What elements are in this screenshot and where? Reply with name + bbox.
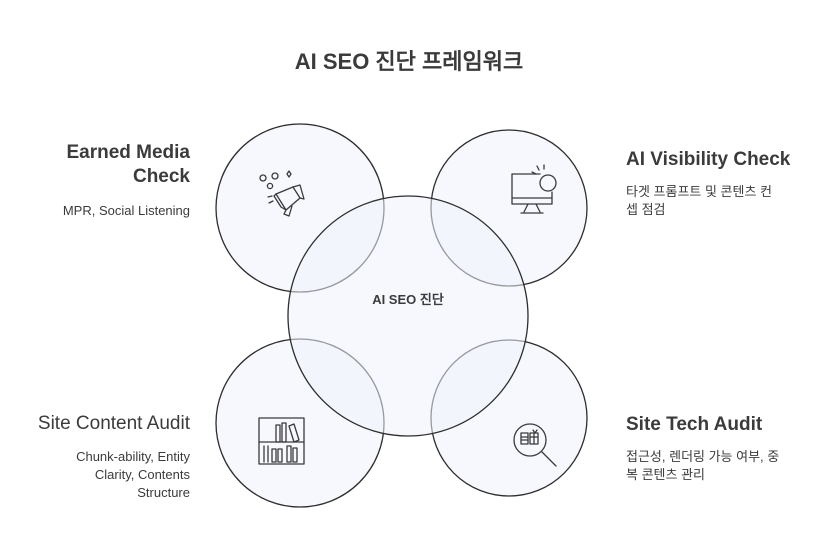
circle-center	[287, 195, 529, 437]
earned-media-title-line1: Earned Media	[66, 142, 190, 163]
page-title: AI SEO 진단 프레임워크	[294, 49, 524, 74]
ai-visibility-description-line1: 타겟 프롬프트 및 콘텐츠 컨	[626, 184, 773, 199]
magnifier-icon	[513, 423, 557, 467]
earned-media-title: Earned Media Check	[40, 141, 190, 189]
monitor-icon	[511, 164, 557, 214]
bookshelf-icon	[258, 417, 305, 465]
site-content-title: Site Content Audit	[37, 413, 190, 434]
site-tech-description-line2: 복 콘텐츠 관리	[626, 467, 705, 482]
megaphone-icon	[259, 170, 305, 217]
site-content-description: Chunk-ability, Entity Clarity, Contents …	[20, 448, 190, 502]
site-tech-description-line1: 접근성, 렌더링 가능 여부, 중	[626, 449, 780, 464]
earned-media-title-line2: Check	[132, 166, 190, 187]
ai-visibility-description: 타겟 프롬프트 및 콘텐츠 컨 셉 점검	[626, 183, 811, 219]
site-tech-title: Site Tech Audit	[626, 414, 763, 435]
earned-media-description: MPR, Social Listening	[62, 203, 190, 218]
ai-visibility-title: AI Visibility Check	[626, 149, 791, 170]
ai-visibility-description-line2: 셉 점검	[626, 202, 666, 217]
site-content-description-line1: Chunk-ability, Entity	[76, 449, 190, 464]
site-content-description-line3: Structure	[137, 485, 190, 500]
site-tech-description: 접근성, 렌더링 가능 여부, 중 복 콘텐츠 관리	[626, 448, 811, 484]
site-content-description-line2: Clarity, Contents	[94, 467, 190, 482]
center-label: AI SEO 진단	[372, 292, 444, 307]
